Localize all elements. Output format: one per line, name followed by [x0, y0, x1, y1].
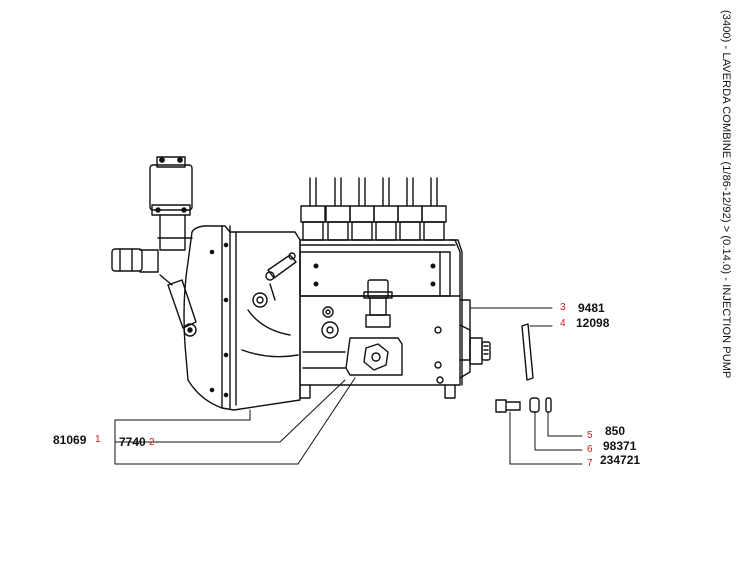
part-number-5: 850 — [605, 424, 626, 438]
diagram-title: (3400) - LAVERDA COMBINE (1/86-12/92) > … — [720, 10, 732, 379]
callout-4: 4 — [560, 318, 566, 329]
part-number-7: 234721 — [600, 453, 641, 467]
callout-2: 2 — [149, 437, 155, 448]
injector-lines — [300, 177, 447, 241]
part-number-3: 9481 — [578, 301, 605, 315]
pump-block — [299, 239, 491, 399]
callout-3: 3 — [560, 302, 566, 313]
part-number-4: 12098 — [576, 316, 610, 330]
callout-1: 1 — [95, 434, 101, 445]
governor-control-assembly — [111, 156, 197, 337]
part-number-1: 81069 — [53, 433, 87, 447]
callout-6: 6 — [587, 444, 593, 455]
callout-7: 7 — [587, 458, 593, 469]
leader-lines — [114, 307, 583, 465]
loose-parts — [495, 323, 552, 413]
part-number-2: 7740 — [119, 435, 146, 449]
part-number-6: 98371 — [603, 439, 637, 453]
pump-housing — [183, 225, 301, 411]
callout-5: 5 — [587, 430, 593, 441]
